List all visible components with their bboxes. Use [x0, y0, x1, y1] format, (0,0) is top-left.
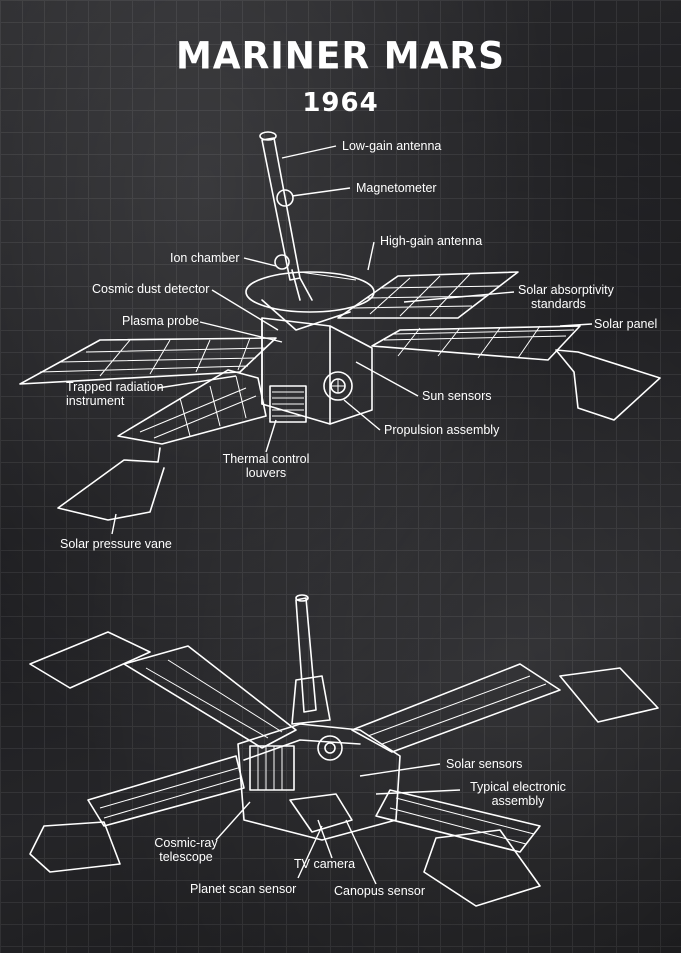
label-solar-pressure-vane: Solar pressure vane [60, 537, 172, 551]
label-magnetometer: Magnetometer [356, 181, 437, 195]
solar-panel-upper-right [337, 271, 519, 319]
label-cosmic-ray-1: Cosmic-ray [154, 836, 218, 850]
label-canopus-sensor: Canopus sensor [334, 884, 426, 898]
bottom-solar-panel-upper-left [29, 631, 297, 749]
poster-year: 1964 [302, 88, 379, 118]
solar-panel-right [371, 325, 661, 421]
label-typical-electronic-2: assembly [491, 794, 545, 808]
bottom-central-bus [237, 723, 401, 841]
bottom-solar-panel-lower-right [375, 789, 541, 907]
label-planet-scan-sensor: Planet scan sensor [190, 882, 297, 896]
label-tv-camera: TV camera [294, 857, 356, 871]
label-high-gain-antenna: High-gain antenna [380, 234, 483, 248]
label-trapped-radiation-1: Trapped radiation [66, 380, 164, 394]
central-bus [261, 317, 373, 425]
low-gain-antenna-mast [259, 131, 313, 301]
label-ion-chamber: Ion chamber [170, 251, 240, 265]
solar-panel-lower-left [57, 369, 267, 521]
label-cosmic-ray-2: telescope [159, 850, 213, 864]
label-cosmic-dust-detector: Cosmic dust detector [92, 282, 210, 296]
bottom-antenna-mast [291, 594, 331, 725]
bottom-solar-panel-lower-left [29, 755, 245, 873]
label-propulsion-assembly: Propulsion assembly [384, 423, 500, 437]
label-thermal-control-2: louvers [245, 466, 287, 480]
label-thermal-control-1: Thermal control [222, 452, 310, 466]
label-low-gain-antenna: Low-gain antenna [342, 139, 442, 153]
label-trapped-radiation-2: instrument [66, 394, 125, 408]
label-solar-panel: Solar panel [594, 317, 658, 331]
label-sun-sensors: Sun sensors [422, 389, 492, 403]
label-solar-absorptivity-2: standards [531, 297, 586, 311]
label-plasma-probe: Plasma probe [122, 314, 200, 328]
poster-title: MARINER MARS [175, 34, 506, 79]
solar-panel-left [19, 337, 277, 385]
label-solar-sensors: Solar sensors [446, 757, 523, 771]
bottom-solar-panel-upper-right [351, 663, 659, 753]
label-typical-electronic-1: Typical electronic [470, 780, 566, 794]
label-solar-absorptivity-1: Solar absorptivity [518, 283, 614, 297]
